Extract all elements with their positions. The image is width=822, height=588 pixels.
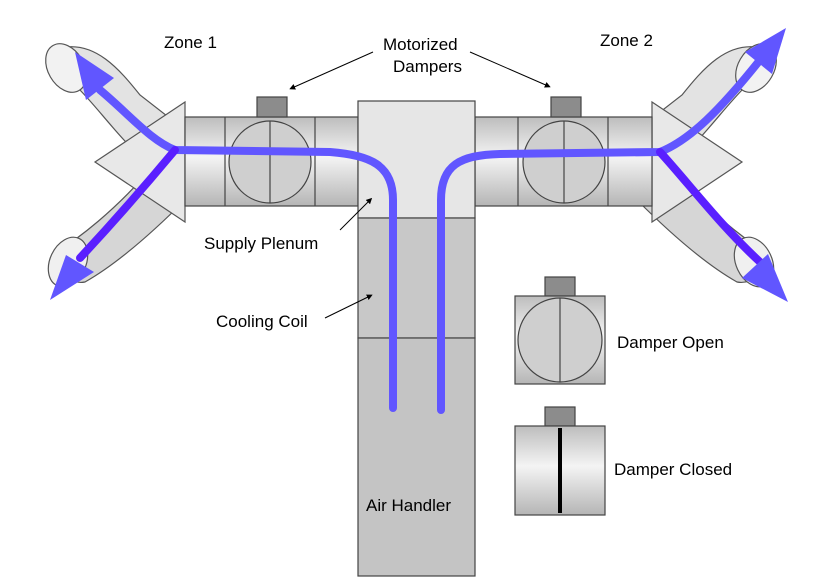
zone2-airflow-lower (656, 148, 764, 266)
zone2-label: Zone 2 (600, 31, 653, 50)
zone2-upper-arrowhead (745, 28, 786, 74)
zone1-lower-arrowhead (50, 255, 94, 300)
cooling-coil-box (357, 217, 476, 339)
zone1-upper-arrowhead (75, 52, 114, 100)
air-handler-box (357, 337, 476, 577)
legend-damper-closed (514, 406, 606, 516)
zone1-airflow-upper (96, 86, 397, 412)
zone1-damper (228, 96, 312, 204)
zone2-branch-ducts (636, 43, 777, 288)
airflow-arrowheads (50, 28, 788, 302)
air-handler-label: Air Handler (366, 496, 451, 515)
airflow-paths (76, 56, 764, 414)
zone2-damper (522, 96, 606, 204)
zone2-lower-arrowhead (742, 254, 788, 302)
supply-plenum-label: Supply Plenum (204, 234, 318, 253)
damper-open-label: Damper Open (617, 333, 724, 352)
supply-plenum-pointer (339, 197, 373, 231)
motorized-dampers-pointer-left (289, 51, 374, 90)
air-handler-unit (357, 100, 476, 577)
zone1-label: Zone 1 (164, 33, 217, 52)
legend-damper-open (514, 276, 606, 385)
damper-closed-label: Damper Closed (614, 460, 732, 479)
motorized-dampers-label-line1: Motorized (383, 35, 458, 54)
cooling-coil-label: Cooling Coil (216, 312, 308, 331)
zone1-airflow-lower (76, 146, 179, 262)
motorized-dampers-pointer-right (469, 51, 551, 88)
label-pointers (289, 51, 551, 319)
cooling-coil-pointer (324, 294, 373, 319)
zone2-damper-actuator (550, 96, 582, 118)
motorized-dampers-label-line2: Dampers (393, 57, 462, 76)
zone1-damper-actuator (256, 96, 288, 118)
